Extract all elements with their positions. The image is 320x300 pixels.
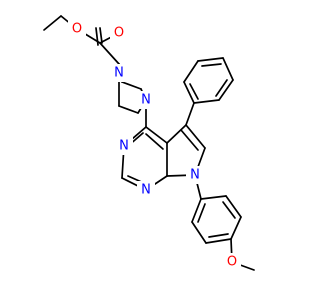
carbonyl-oxygen-label: O xyxy=(114,26,124,41)
bonds xyxy=(43,15,255,271)
pyrrole-nitrogen: N xyxy=(186,166,204,184)
bond xyxy=(193,99,220,104)
bond xyxy=(215,79,228,97)
bond xyxy=(205,238,232,244)
piperazine-nitrogen-top: N xyxy=(110,64,128,82)
pyrimidine-nitrogen-3: N xyxy=(115,137,133,155)
bond xyxy=(222,201,236,219)
bond xyxy=(145,133,164,150)
atom-label-background xyxy=(110,64,128,82)
bond xyxy=(191,198,202,223)
bond xyxy=(43,15,62,31)
bond xyxy=(99,42,120,65)
bond xyxy=(183,81,195,104)
bond xyxy=(218,79,234,101)
atom-label-background xyxy=(223,253,241,271)
carbonyl-oxygen: O xyxy=(110,24,128,42)
bond xyxy=(185,124,206,149)
atom-label-background xyxy=(68,20,86,38)
bond xyxy=(95,27,99,46)
bond xyxy=(191,221,207,244)
bond xyxy=(180,129,199,151)
bond xyxy=(197,57,224,62)
bond xyxy=(189,83,199,100)
bond xyxy=(183,60,199,83)
bond xyxy=(145,126,168,144)
ester-oxygen-label: O xyxy=(72,22,82,37)
bond xyxy=(121,81,142,90)
bond xyxy=(166,124,187,144)
pyrimidine-nitrogen-1: N xyxy=(137,181,155,199)
atom-labels: O O N N N N N O xyxy=(68,20,241,271)
bond xyxy=(118,105,139,114)
pyrrole-nitrogen-label: N xyxy=(190,168,200,183)
atom-label-background xyxy=(137,91,155,109)
atom-label-background xyxy=(110,24,128,42)
methoxy-oxygen: O xyxy=(223,253,241,271)
pyrimidine-nitrogen-3-label: N xyxy=(119,139,129,154)
bond xyxy=(201,63,222,67)
piperazine-nitrogen-top-label: N xyxy=(114,66,124,81)
bond xyxy=(225,195,242,218)
ester-oxygen: O xyxy=(68,20,86,38)
atom-label-background xyxy=(137,181,155,199)
bond xyxy=(222,57,234,81)
bond xyxy=(197,203,206,223)
bond xyxy=(200,195,227,200)
piperazine-nitrogen-bottom-label: N xyxy=(141,93,151,108)
bond xyxy=(185,102,195,126)
bond xyxy=(208,233,229,238)
bond xyxy=(230,216,242,240)
bond xyxy=(99,27,103,44)
atom-label-background xyxy=(186,166,204,184)
molecule-structure: O O N N N N N O xyxy=(43,15,255,271)
atom-label-background xyxy=(115,137,133,155)
methoxy-oxygen-label: O xyxy=(227,255,237,270)
piperazine-nitrogen-bottom: N xyxy=(137,91,155,109)
pyrimidine-nitrogen-1-label: N xyxy=(141,183,151,198)
